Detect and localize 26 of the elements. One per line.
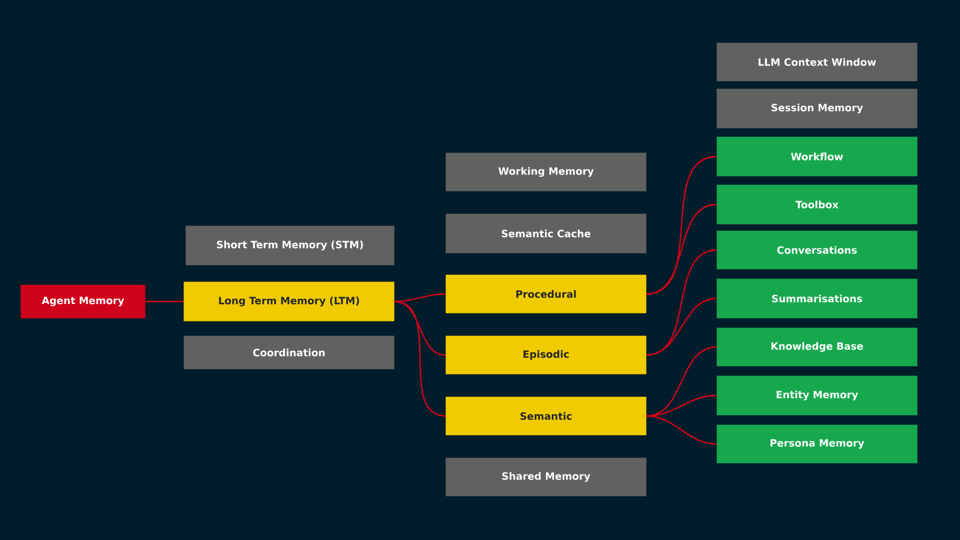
leaf-box: Persona Memory <box>716 424 918 464</box>
leaf-box: Entity Memory <box>716 376 918 416</box>
branch-box: Procedural <box>446 274 646 314</box>
connector-line <box>646 204 717 295</box>
memory-box: LLM Context Window <box>716 42 918 82</box>
memory-box: Short Term Memory (STM) <box>186 226 394 266</box>
connector-line <box>394 293 446 302</box>
connector-line <box>145 300 184 302</box>
memory-box: Shared Memory <box>446 458 646 496</box>
leaf-box: Workflow <box>716 136 918 176</box>
connector-line <box>646 415 717 445</box>
leaf-box: Toolbox <box>716 184 918 224</box>
connector-line <box>646 298 717 356</box>
memory-box: Semantic Cache <box>446 214 646 254</box>
leaf-box: Summarisations <box>716 278 918 318</box>
root-box: Agent Memory <box>20 284 146 318</box>
connector-line <box>646 394 717 417</box>
branch-box: Episodic <box>446 336 646 374</box>
leaf-box: Conversations <box>716 230 918 270</box>
leaf-box: Knowledge Base <box>716 328 918 366</box>
memory-box: Coordination <box>184 336 394 370</box>
memory-box: Working Memory <box>446 152 646 192</box>
memory-box: Session Memory <box>716 88 918 128</box>
branch-box: Semantic <box>446 396 646 436</box>
connector-line <box>394 300 446 417</box>
branch-box: Long Term Memory (LTM) <box>184 282 394 322</box>
